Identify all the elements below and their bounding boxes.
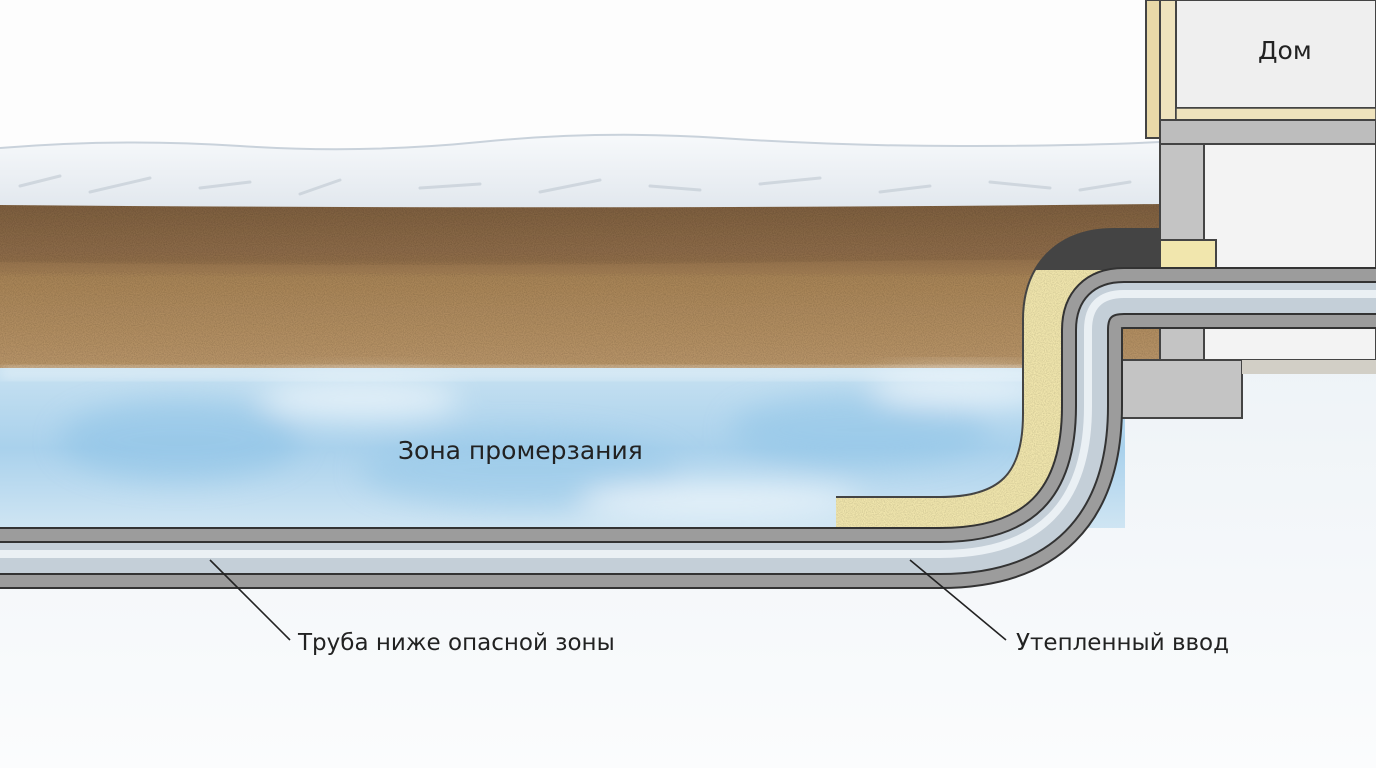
pipe-below-label: Труба ниже опасной зоны: [298, 630, 615, 656]
house-label: Дом: [1258, 36, 1312, 65]
foundation-slab: [1159, 119, 1376, 145]
soil-boundary: [0, 259, 1164, 274]
house-interior: [1175, 0, 1376, 109]
basement-floor: [1242, 360, 1376, 374]
frost-top-haze: [0, 366, 1125, 380]
frost-texture: [60, 372, 1050, 518]
snow-layer: [0, 134, 1160, 208]
snow-texture: [18, 174, 1132, 196]
soil-layer: [0, 200, 1160, 372]
snow-outline: [0, 133, 1161, 151]
foundation-footing: [1119, 359, 1243, 419]
leader-line-pipe: [209, 559, 291, 641]
house-wall-trim: [1145, 0, 1161, 139]
insulated-entry-label: Утепленный ввод: [1016, 630, 1230, 656]
house-floor-beam: [1175, 107, 1376, 121]
house-wall-insulation: [1159, 0, 1177, 121]
frost-zone-label: Зона промерзания: [398, 436, 643, 465]
pipe-highlight: [0, 290, 1376, 558]
leader-line-entry: [909, 559, 1007, 641]
